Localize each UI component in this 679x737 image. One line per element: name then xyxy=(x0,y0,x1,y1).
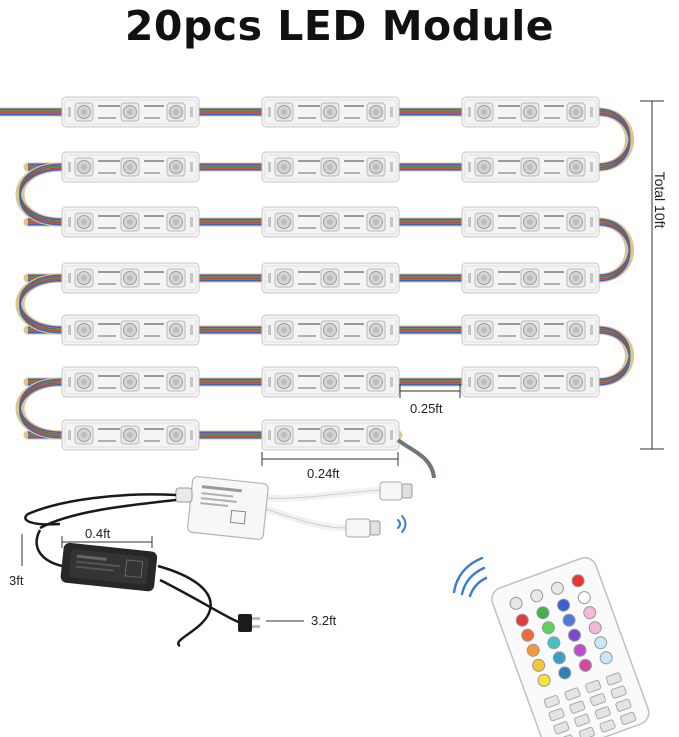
module-gap-label: 0.25ft xyxy=(410,401,443,416)
dimension-lines xyxy=(21,100,664,622)
remote-button xyxy=(537,673,551,687)
remote-button xyxy=(578,726,595,737)
led-module xyxy=(61,366,200,398)
led-module xyxy=(461,366,600,398)
rgb-wire xyxy=(593,217,634,283)
remote-button xyxy=(547,636,561,650)
led-module xyxy=(61,419,200,451)
adapter-width-label: 0.4ft xyxy=(85,526,111,541)
remote-control xyxy=(452,556,650,737)
led-module xyxy=(61,314,200,346)
remote-button xyxy=(552,651,566,665)
led-module xyxy=(261,262,400,294)
led-module xyxy=(461,262,600,294)
remote-button xyxy=(588,621,602,635)
module-length-label: 0.24ft xyxy=(307,466,340,481)
remote-button xyxy=(536,606,550,620)
remote-button xyxy=(543,694,560,709)
remote-button xyxy=(509,596,523,610)
led-module xyxy=(461,96,600,128)
remote-button xyxy=(594,636,608,650)
remote-button xyxy=(557,598,571,612)
remote-button xyxy=(571,574,585,588)
controller-assembly xyxy=(24,438,436,540)
total-length-label: Total 10ft xyxy=(652,171,668,229)
remote-button xyxy=(589,693,607,707)
remote-button xyxy=(574,713,591,727)
remote-button xyxy=(515,613,529,627)
remote-button xyxy=(577,591,591,605)
module-grid xyxy=(61,96,600,451)
led-module xyxy=(261,151,400,183)
remote-button xyxy=(594,706,611,720)
remote-button xyxy=(599,719,616,733)
led-module xyxy=(61,96,200,128)
rgb-wire xyxy=(593,107,634,172)
remote-button xyxy=(550,581,564,595)
led-module xyxy=(461,151,600,183)
remote-button xyxy=(599,651,613,665)
rgb-wire xyxy=(593,325,634,387)
led-module xyxy=(261,366,400,398)
led-module xyxy=(261,314,400,346)
remote-button xyxy=(521,628,535,642)
remote-button xyxy=(573,643,587,657)
wifi-signal-icon xyxy=(452,556,488,598)
remote-button xyxy=(569,700,586,714)
led-module xyxy=(261,206,400,238)
remote-button xyxy=(610,685,627,699)
remote-button xyxy=(620,711,637,725)
rgb-wire xyxy=(15,377,67,440)
remote-button xyxy=(615,698,632,712)
remote-button xyxy=(532,658,546,672)
led-module xyxy=(461,314,600,346)
remote-button xyxy=(553,721,570,735)
wifi-signal-icon xyxy=(397,515,407,533)
led-module xyxy=(61,262,200,294)
controller-box xyxy=(187,476,269,540)
remote-button xyxy=(585,679,602,694)
remote-button xyxy=(548,708,565,722)
remote-button xyxy=(541,621,555,635)
remote-button xyxy=(568,628,582,642)
rgb-wire xyxy=(15,162,67,227)
rgb-wire xyxy=(15,273,67,335)
remote-button xyxy=(564,687,581,701)
remote-button xyxy=(530,589,544,603)
remote-button xyxy=(526,643,540,657)
remote-button xyxy=(605,672,622,686)
remote-button xyxy=(583,606,597,620)
remote-button xyxy=(562,613,576,627)
remote-button-grid xyxy=(509,574,637,737)
led-module xyxy=(61,206,200,238)
dc-cable-label: 3ft xyxy=(9,573,24,588)
page-title: 20pcs LED Module xyxy=(124,2,555,50)
power-cord-label: 3.2ft xyxy=(311,613,337,628)
led-module xyxy=(261,419,400,451)
led-module xyxy=(261,96,400,128)
led-module xyxy=(61,151,200,183)
led-module xyxy=(461,206,600,238)
remote-button xyxy=(578,658,592,672)
remote-button xyxy=(558,666,572,680)
power-adapter xyxy=(35,529,260,648)
